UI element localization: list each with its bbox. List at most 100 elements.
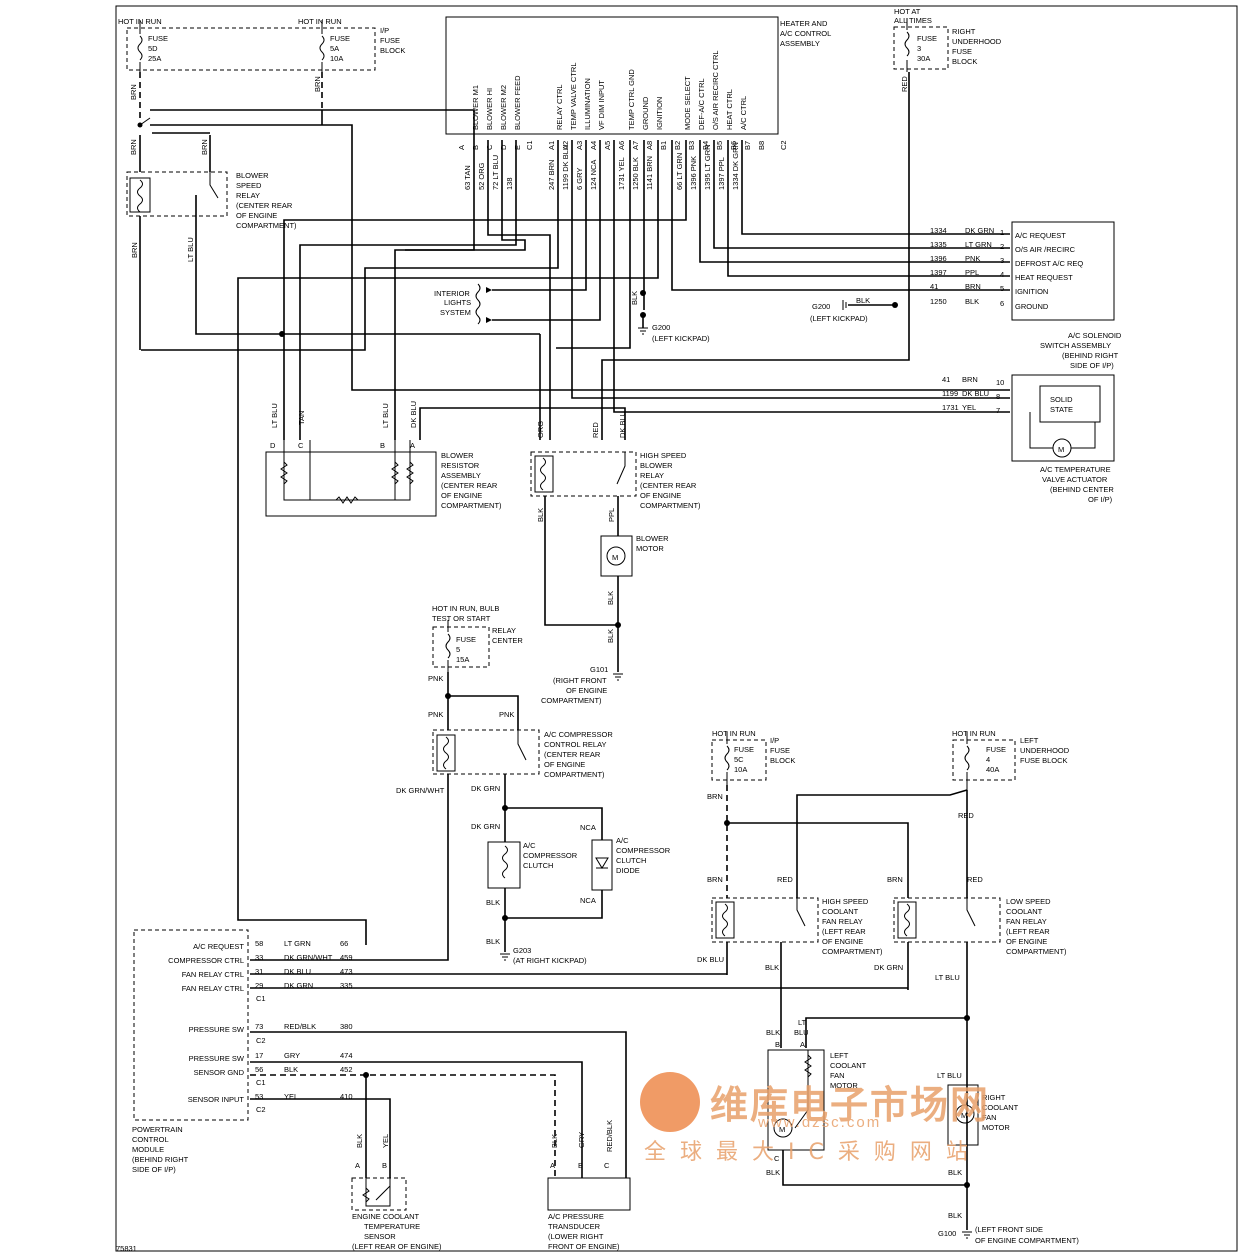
actuator-motor-m: M bbox=[1058, 445, 1064, 454]
fan-brn-3: BRN bbox=[887, 875, 903, 884]
apt-title-4: FRONT OF ENGINE) bbox=[548, 1242, 620, 1251]
fuse-label-2: FUSE bbox=[952, 47, 972, 56]
fan-blk-5: BLK bbox=[948, 1211, 962, 1220]
g200-left: BLK G200 (LEFT KICKPAD) bbox=[630, 291, 710, 343]
left-fan-m: M bbox=[779, 1125, 785, 1134]
heater-wire-9: 1250 BLK bbox=[631, 157, 640, 190]
fan-blk-1: BLK bbox=[765, 963, 779, 972]
sol-color-1: DK BLU bbox=[962, 389, 989, 398]
pcm-pin-7: 53 bbox=[255, 1092, 263, 1101]
fan-brn-1: BRN bbox=[707, 792, 723, 801]
heater-wire-10: 1141 BRN bbox=[645, 156, 654, 190]
fuse-5a-label: FUSE bbox=[330, 34, 350, 43]
blower-motor-label-1: BLOWER bbox=[636, 534, 669, 543]
rc-hot-1: HOT IN RUN, BULB bbox=[432, 604, 499, 613]
ect-title-4: (LEFT REAR OF ENGINE) bbox=[352, 1242, 442, 1251]
top-wiring: BRN BRN BRN BRN bbox=[129, 72, 1010, 945]
fuse-5c-3: 10A bbox=[734, 765, 747, 774]
ect-sensor: BLK YEL A B ENGINE COOLANT TEMPERATURE S… bbox=[351, 1134, 442, 1251]
brn-label-5: BRN bbox=[130, 242, 139, 258]
hs-blk-label: BLK bbox=[536, 508, 545, 522]
ect-pin-a: A bbox=[355, 1161, 360, 1170]
pcm-pin-5: 17 bbox=[255, 1051, 263, 1060]
acreq-pin-4: 5 bbox=[1000, 284, 1004, 293]
fuse-5d-label: FUSE bbox=[148, 34, 168, 43]
fuse-label: FUSE bbox=[380, 36, 400, 45]
heater-wire-0: 63 TAN bbox=[463, 165, 472, 190]
actuator-title-2: VALVE ACTUATOR bbox=[1042, 475, 1108, 484]
state-label: STATE bbox=[1050, 405, 1073, 414]
pcm-pin-1: 33 bbox=[255, 953, 263, 962]
fan-blk-2: BLK bbox=[766, 1028, 780, 1037]
lsfan-5: OF ENGINE bbox=[1006, 937, 1047, 946]
heater-signal-4: RELAY CTRL bbox=[555, 84, 564, 130]
acreq-num-3: 1397 bbox=[930, 268, 947, 277]
fuse-5d-number: 5D bbox=[148, 44, 158, 53]
pcm-label-7: SENSOR INPUT bbox=[188, 1095, 245, 1104]
sol-title-3: (BEHIND RIGHT bbox=[1062, 351, 1119, 360]
clutch-blk-1: BLK bbox=[486, 898, 500, 907]
acreq-num-1: 1335 bbox=[930, 240, 947, 249]
heater-signal-9: GROUND bbox=[641, 96, 650, 130]
relay-title-4: (CENTER REAR bbox=[236, 201, 293, 210]
apt-blk: BLK bbox=[550, 1134, 559, 1148]
fuse-4-1: FUSE bbox=[986, 745, 1006, 754]
clutch-blk-2: BLK bbox=[486, 937, 500, 946]
heater-pin-14: B1 bbox=[659, 141, 668, 150]
heater-wire-11: 66 LT GRN bbox=[675, 153, 684, 190]
hs-wire-dkblu: DK BLU bbox=[618, 411, 627, 438]
diode-nca-2: NCA bbox=[580, 896, 596, 905]
diode-nca-1: NCA bbox=[580, 823, 596, 832]
lsfan-3: FAN RELAY bbox=[1006, 917, 1047, 926]
lsfan-1: LOW SPEED bbox=[1006, 897, 1051, 906]
lsfan-2: COOLANT bbox=[1006, 907, 1043, 916]
right-fan-m: M bbox=[961, 1111, 967, 1120]
hs-title-3: RELAY bbox=[640, 471, 664, 480]
apt-pin-a: A bbox=[550, 1161, 555, 1170]
ect-blk: BLK bbox=[355, 1134, 364, 1148]
fuse-5a-rating: 10A bbox=[330, 54, 343, 63]
acreq-color-5: BLK bbox=[965, 297, 979, 306]
pcm-num-1: 459 bbox=[340, 953, 353, 962]
relay-title-1: BLOWER bbox=[236, 171, 269, 180]
pcm-color-2: DK BLU bbox=[284, 967, 311, 976]
acr-dkgrn-2: DK GRN bbox=[471, 822, 500, 831]
heater-title-1: HEATER AND bbox=[780, 19, 828, 28]
pcm-c2-b: C2 bbox=[256, 1105, 266, 1114]
acr-title-1: A/C COMPRESSOR bbox=[544, 730, 613, 739]
interior-label-1: INTERIOR bbox=[434, 289, 470, 298]
relay-title-5: OF ENGINE bbox=[236, 211, 277, 220]
heater-wire-12: 1396 PNK bbox=[689, 156, 698, 190]
heater-pin-10: A5 bbox=[603, 141, 612, 150]
heater-signal-8: TEMP CTRL GND bbox=[627, 69, 636, 130]
pcm-num-2: 473 bbox=[340, 967, 353, 976]
resistor-title-1: BLOWER bbox=[441, 451, 474, 460]
heater-pin-21: B8 bbox=[757, 141, 766, 150]
acreq-num-2: 1396 bbox=[930, 254, 947, 263]
heater-wire-6: 6 GRY bbox=[575, 168, 584, 190]
pcm-color-1: DK GRN/WHT bbox=[284, 953, 333, 962]
sol-color-2: YEL bbox=[962, 403, 976, 412]
ect-pin-b: B bbox=[382, 1161, 387, 1170]
actuator-title-1: A/C TEMPERATURE bbox=[1040, 465, 1111, 474]
ect-title-2: TEMPERATURE bbox=[364, 1222, 420, 1231]
underhood-label: UNDERHOOD bbox=[952, 37, 1002, 46]
watermark: 维库电子市场网 www.dzsc.com 全球最大IC采购网站 bbox=[638, 1070, 1028, 1170]
watermark-logo-icon bbox=[640, 1072, 700, 1132]
acreq-label-3: HEAT REQUEST bbox=[1015, 273, 1073, 282]
blower-speed-relay: BLOWER SPEED RELAY (CENTER REAR OF ENGIN… bbox=[126, 171, 297, 350]
acreq-color-3: PPL bbox=[965, 268, 979, 277]
heater-wire-14: 1397 PPL bbox=[717, 157, 726, 190]
hs-wire-red: RED bbox=[591, 422, 600, 438]
g200-label-right: G200 bbox=[812, 302, 830, 311]
acreq-color-1: LT GRN bbox=[965, 240, 992, 249]
fuse-3-rating: 30A bbox=[917, 54, 930, 63]
left-fan-4: MOTOR bbox=[830, 1081, 858, 1090]
fuse-5c-2: 5C bbox=[734, 755, 744, 764]
fan-ip-1: I/P bbox=[770, 736, 779, 745]
acreq-pin-2: 3 bbox=[1000, 256, 1004, 265]
resistor-pin-c: C bbox=[298, 441, 304, 450]
apt-pin-c: C bbox=[604, 1161, 610, 1170]
hot-at-label: HOT AT bbox=[894, 7, 921, 16]
